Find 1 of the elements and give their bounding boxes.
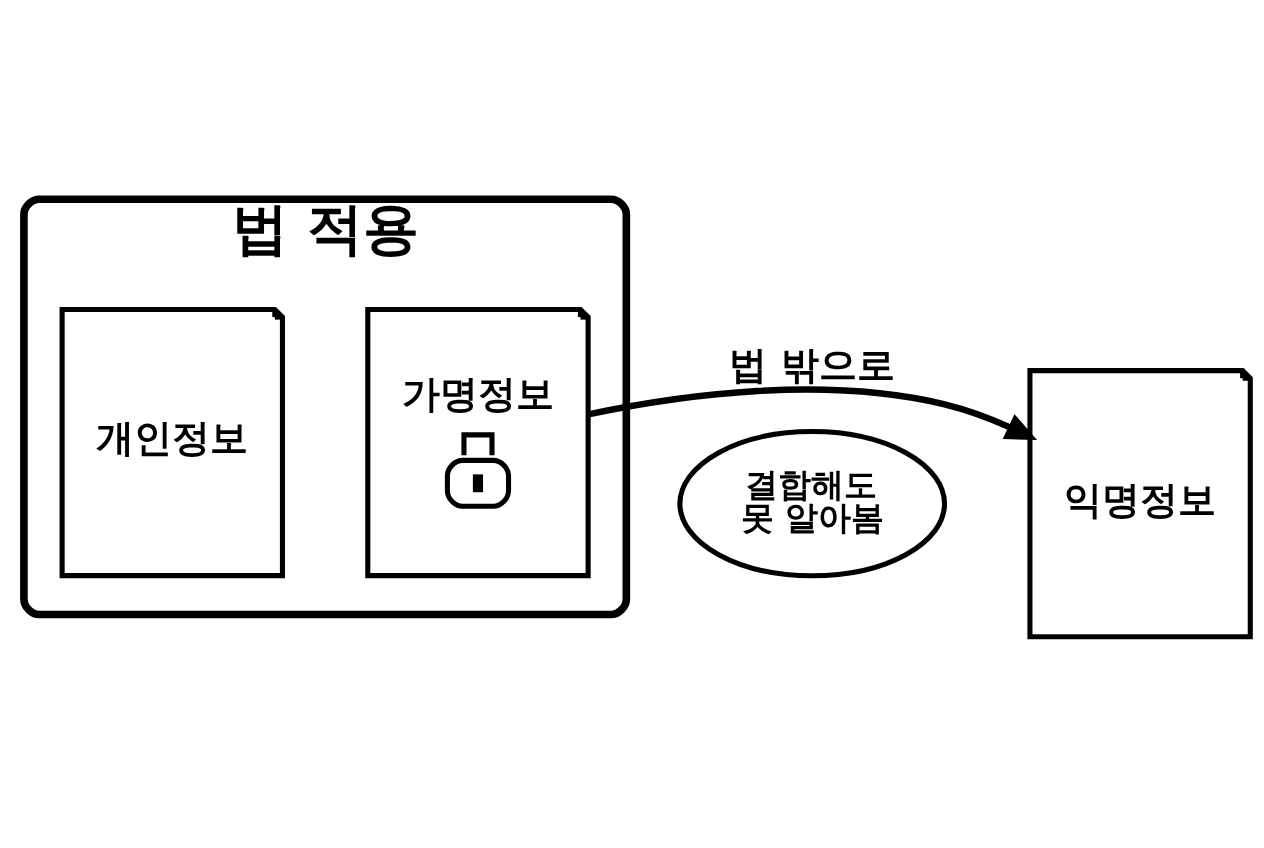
edge-label: 법 밖으로	[729, 342, 895, 387]
